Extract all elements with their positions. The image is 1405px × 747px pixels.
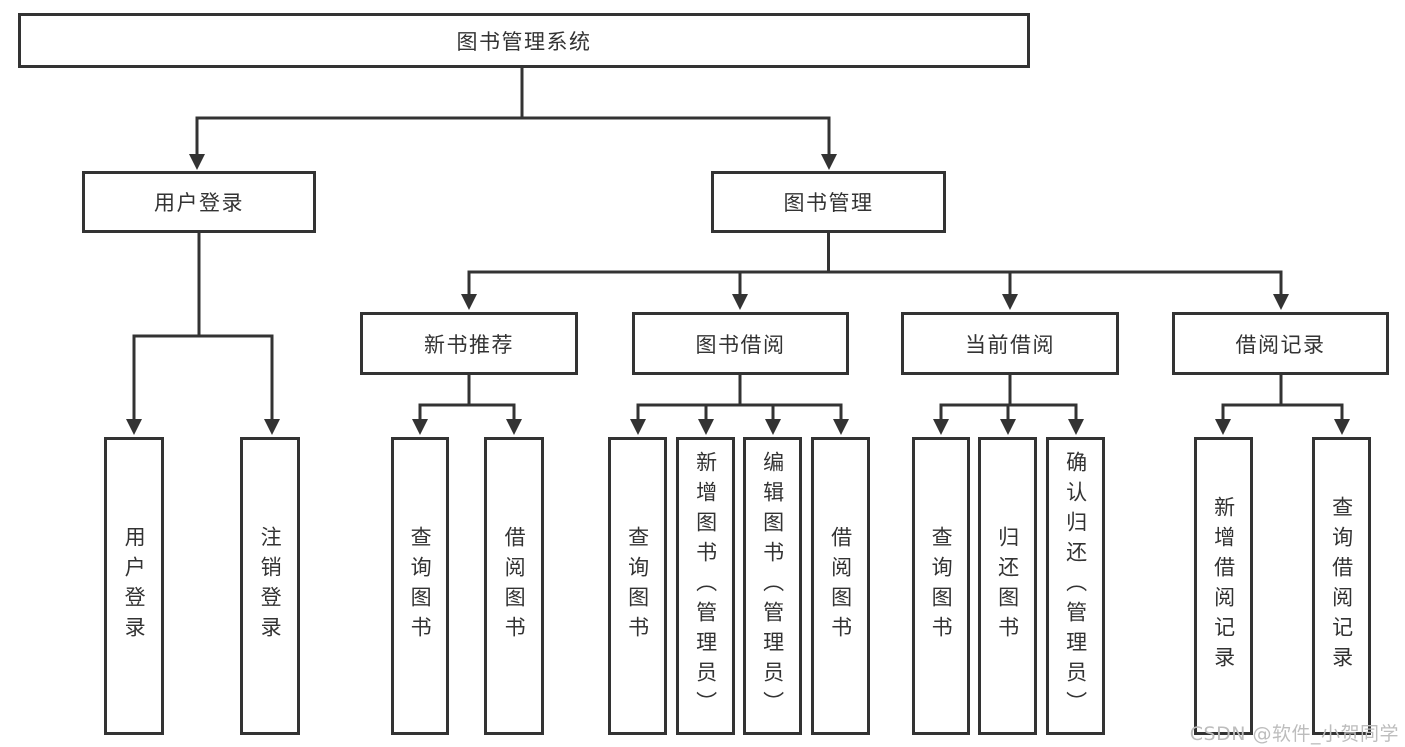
- arrowheads: [126, 154, 1350, 435]
- node-current-borrow: 当前借阅: [901, 312, 1119, 375]
- leaf-records-add-record: 新增借阅记录: [1194, 437, 1253, 735]
- leaf-label: 确认归还（管理员）: [1063, 451, 1088, 721]
- leaf-label: 注销登录: [258, 526, 283, 646]
- leaf-user-login: 用户登录: [104, 437, 164, 735]
- leaf-label: 查询图书: [625, 526, 650, 646]
- node-user-login: 用户登录: [82, 171, 316, 233]
- leaf-label: 归还图书: [995, 526, 1020, 646]
- csdn-watermark: CSDN @软件_小贺同学: [1189, 723, 1399, 745]
- leaf-current-return-books: 归还图书: [978, 437, 1037, 735]
- leaf-recommend-borrow-books: 借阅图书: [484, 437, 544, 735]
- leaf-label: 查询图书: [408, 526, 433, 646]
- leaf-recommend-query-books: 查询图书: [391, 437, 449, 735]
- leaf-label: 借阅图书: [502, 526, 527, 646]
- leaf-borrow-query-books: 查询图书: [608, 437, 667, 735]
- node-new-book-recommend: 新书推荐: [360, 312, 578, 375]
- leaf-records-query-record: 查询借阅记录: [1312, 437, 1371, 735]
- leaf-label: 借阅图书: [828, 526, 853, 646]
- leaf-label: 查询借阅记录: [1329, 496, 1354, 676]
- leaf-current-confirm-return-admin: 确认归还（管理员）: [1046, 437, 1105, 735]
- leaf-label: 新增图书（管理员）: [693, 451, 718, 721]
- leaf-borrow-edit-books-admin: 编辑图书（管理员）: [743, 437, 802, 735]
- leaf-label: 查询图书: [929, 526, 954, 646]
- node-root: 图书管理系统: [18, 13, 1030, 68]
- leaf-current-query-books: 查询图书: [912, 437, 970, 735]
- node-book-management: 图书管理: [711, 171, 946, 233]
- leaf-label: 编辑图书（管理员）: [760, 451, 785, 721]
- leaf-borrow-add-books-admin: 新增图书（管理员）: [676, 437, 735, 735]
- leaf-label: 新增借阅记录: [1211, 496, 1236, 676]
- leaf-logout: 注销登录: [240, 437, 300, 735]
- node-borrow-records: 借阅记录: [1172, 312, 1389, 375]
- leaf-borrow-borrow-books: 借阅图书: [811, 437, 870, 735]
- leaf-label: 用户登录: [122, 526, 147, 646]
- node-book-borrow: 图书借阅: [632, 312, 849, 375]
